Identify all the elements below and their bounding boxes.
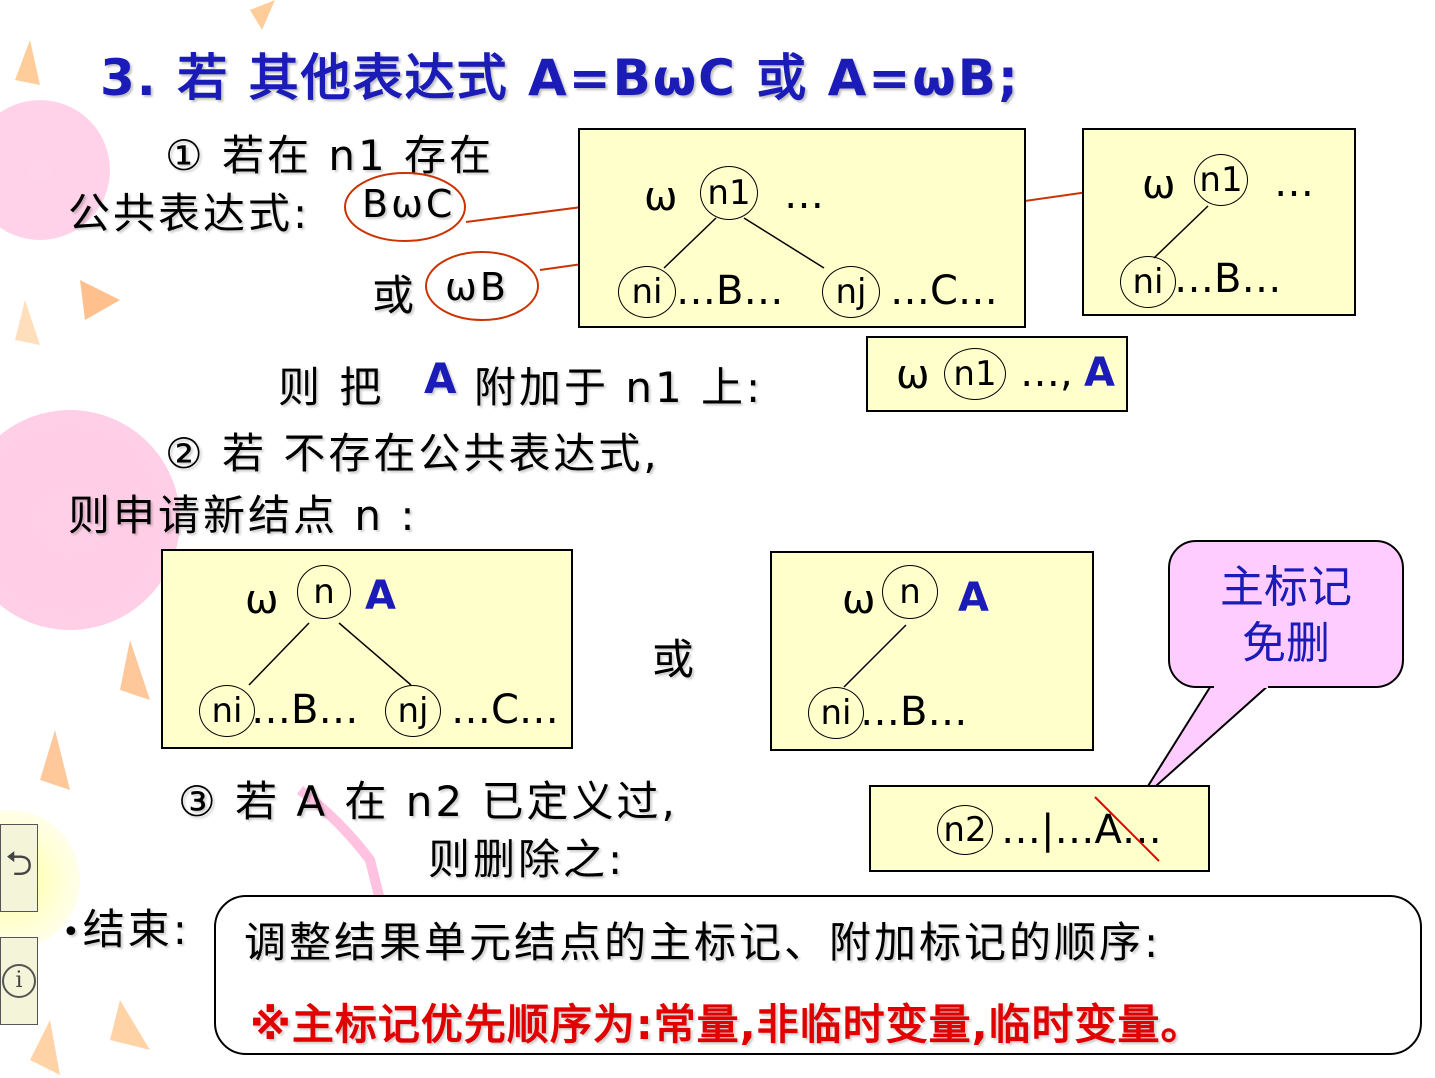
d4-node: n [297,565,351,619]
step2-line2: 则申请新结点 n : [68,491,418,540]
d1-node: n1 [700,166,758,220]
d3-var: A [1084,350,1115,396]
end-line2: ※主标记优先顺序为:常量,非临时变量,临时变量。 [250,1000,1204,1049]
d4-right-text: …C… [451,687,559,733]
d3-node: n1 [944,348,1006,400]
step2-line1: ② 若 不存在公共表达式, [165,429,660,478]
d2-node: n1 [1194,154,1248,206]
expr1-highlight-ellipse [344,172,466,242]
d2-left-node: ni [1120,256,1176,308]
d4-var: A [365,573,396,619]
d4-op: ω [245,577,279,623]
d1-edges [663,217,825,269]
d5-left-node: ni [808,687,864,739]
d4-edges [248,622,412,686]
d2-left-text: …B… [1174,256,1282,302]
d6-text: …|…A… [1001,807,1162,853]
diagram-new-binary: ω n A ni …B… nj …C… [161,549,573,749]
step1-then-var: A [424,354,460,403]
d1-left-text: …B… [676,268,784,314]
d6-node: n2 [937,805,993,855]
expr2-highlight-ellipse [425,251,539,321]
callout-bubble: 主标记 免删 [1168,540,1404,688]
step3-line2: 则删除之: [428,835,626,884]
d1-right-node: nj [822,266,880,318]
step1-or: 或 [372,271,418,320]
diagram-common-binary: ω n1 … ni …B… nj …C… [578,128,1026,328]
step1-expr1: BωC [362,182,456,226]
d1-op: ω [644,174,678,220]
d4-left-node: ni [199,685,255,737]
d2-op: ω [1142,162,1176,208]
d3-trail: …, [1020,350,1073,396]
end-label: •结束: [62,896,190,957]
end-line1: 调整结果单元结点的主标记、附加标记的顺序: [244,918,1162,967]
d1-trail: … [784,172,824,218]
d1-right-text: …C… [890,268,998,314]
step2-or: 或 [652,635,698,684]
diagram-new-unary: ω n A ni …B… [770,551,1094,751]
d1-left-node: ni [618,266,676,318]
return-icon: ⮌ [5,843,33,884]
info-button[interactable]: i [0,937,38,1025]
d6-strike [1094,796,1160,862]
callout-pointer-mask [1214,682,1268,688]
d4-right-node: nj [385,685,441,737]
d5-edges [843,624,907,688]
d3-op: ω [896,352,930,398]
d5-op: ω [842,577,876,623]
d5-left-text: …B… [860,689,968,735]
step1-expr2: ωB [445,265,509,309]
end-label-text: 结束: [82,905,190,954]
info-icon: i [2,964,36,998]
step1-line2: 公共表达式: [68,189,311,238]
step1-then-rest: 附加于 n1 上: [474,363,764,412]
d2-edges [1153,205,1209,259]
callout-line1: 主标记 [1220,562,1352,613]
step1-then: 则 把 [278,363,385,412]
d2-trail: … [1274,160,1314,206]
d5-var: A [958,575,989,621]
page-title: 3. 若 其他表达式 A=BωC 或 A=ωB; [100,49,1020,107]
end-bullet: • [62,915,83,950]
return-button[interactable]: ⮌ [0,824,38,912]
diagram-attach-result: ω n1 …, A [866,336,1128,412]
diagram-delete: n2 …|…A… [869,785,1210,872]
step3-line1: ③ 若 A 在 n2 已定义过, [178,777,678,826]
d5-node: n [882,565,938,619]
d4-left-text: …B… [251,687,359,733]
callout-line2: 免删 [1242,618,1330,669]
step1-line1: ① 若在 n1 存在 [165,131,495,180]
end-box: 调整结果单元结点的主标记、附加标记的顺序: ※主标记优先顺序为:常量,非临时变量… [214,895,1422,1055]
diagram-common-unary: ω n1 … ni …B… [1082,128,1356,316]
